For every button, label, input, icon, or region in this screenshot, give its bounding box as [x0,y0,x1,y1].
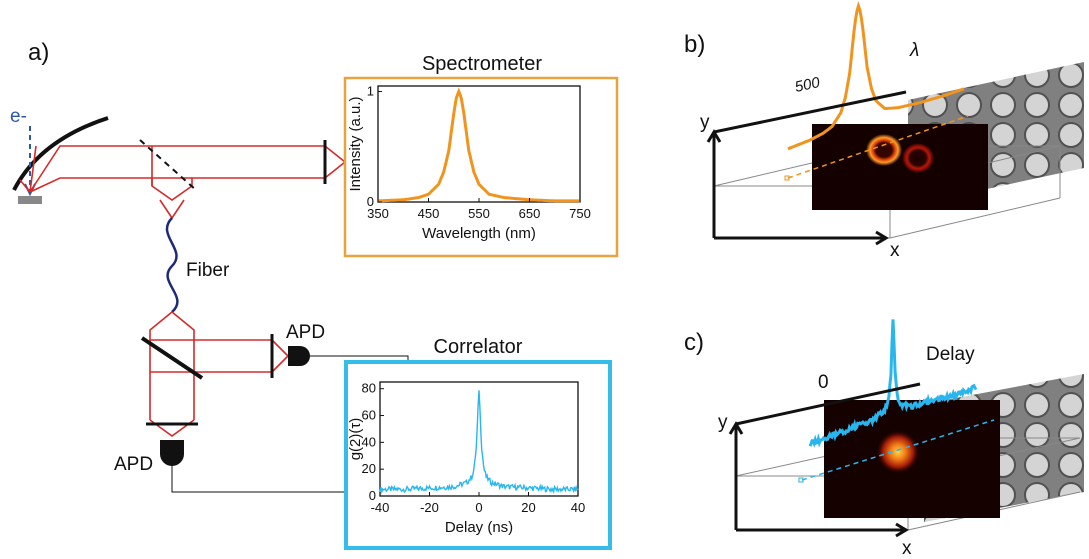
panel-b-axes [706,90,907,246]
correlation-x-tick-label: 0 [475,500,482,515]
flip-mirror [139,139,197,191]
correlation-y-tick-label: 40 [362,434,376,449]
panel-c-axes [728,382,921,538]
spectrum-y-axis-title: Intensity (a.u.) [347,96,364,191]
correlation-x-tick-label: -20 [420,500,439,515]
panel-c-dashed-guide [801,419,995,481]
correlation-y-tick-label: 60 [362,408,376,423]
correlator-box [344,360,612,550]
optical-beam-hbt [149,311,290,437]
parabolic-mirror [12,116,109,191]
cable-bottom [171,466,346,493]
panel-b-dashed-guide [787,115,969,179]
sample-holder [18,196,42,204]
panel-b-cl-ring [902,143,934,173]
panel-c-delay-label: Delay [926,344,975,365]
optical-fiber [165,217,179,313]
panel-c-label: c) [684,329,704,356]
panel-c-zero-label: 0 [818,372,829,393]
correlation-series-line [379,390,579,495]
spectrometer-box [343,76,619,258]
panel-c-3d: y x Delay 0 [718,319,1084,559]
correlation-y-tick-label: 20 [362,461,376,476]
correlation-y-axis-title: g(2)(τ) [347,418,364,461]
panel-b-x-label: x [890,240,900,261]
correlation-y-tick-label: 0 [369,488,376,503]
spectrometer-title: Spectrometer [422,53,542,75]
panel-b-spectrum-line [787,1,965,151]
panel-c-probe-point [798,477,804,483]
spectrum-series-line [377,87,580,203]
panel-c-y-label: y [718,412,728,433]
panel-b-cl-map [812,124,988,210]
panel-c-x-label: x [902,538,912,554]
spectrum-x-tick-label: 450 [418,206,440,221]
beam-splitter [140,336,204,380]
spectrum-y-tick-label: 0 [367,194,374,209]
panel-b-500-label: 500 [793,74,822,96]
fiber-label: Fiber [186,260,230,281]
correlation-x-axis-title: Delay (ns) [445,519,513,536]
panel-b-lambda-label: λ [909,40,919,61]
panel-a-label: a) [28,39,49,66]
panel-b-probe-point [784,175,790,181]
spectrum-x-tick-label: 750 [569,206,591,221]
electron-label: e- [10,106,27,127]
correlation-x-tick-label: -40 [371,500,390,515]
correlation-x-tick-label: 20 [521,500,535,515]
apd-top-label: APD [286,322,325,343]
panel-b-label: b) [684,31,705,58]
panel-b-cl-hotspot [866,134,902,166]
panel-c-correlation-line [808,319,978,448]
correlation-x-tick-label: 40 [571,500,585,515]
panel-b-y-label: y [700,112,710,133]
correlator-title: Correlator [434,336,523,358]
apd-bottom-detector [160,440,184,466]
spectrum-x-tick-label: 650 [519,206,541,221]
spectrum-x-tick-label: 350 [367,206,389,221]
apd-bottom-label: APD [114,454,153,475]
panel-b-3d: y x λ 500 [700,1,1084,261]
optical-beam-top [19,145,347,220]
panel-c-cl-hotspot [876,430,920,474]
spectrum-y-tick-label: 1 [367,84,374,99]
spectrum-x-axis-title: Wavelength (nm) [422,225,536,242]
correlation-y-tick-label: 80 [362,381,376,396]
apd-top-detector [288,346,310,366]
spectrum-x-tick-label: 550 [468,206,490,221]
